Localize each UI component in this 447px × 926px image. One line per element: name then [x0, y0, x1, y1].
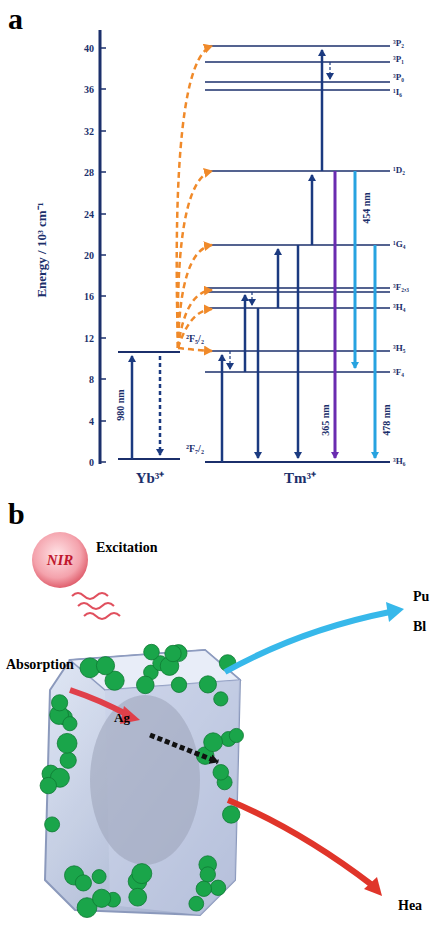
wavelength-label: 365 nm: [320, 403, 331, 436]
wavelength-label: 980 nm: [115, 389, 126, 420]
level-label: ³H₆: [393, 457, 405, 467]
level-label: ³F₂,₃: [393, 283, 409, 293]
panel-letter: a: [8, 2, 23, 35]
tick-label: 0: [89, 457, 94, 468]
process-label: Hea: [398, 898, 422, 913]
level-label: ¹G₄: [393, 240, 405, 250]
excitation-circle: NIR: [32, 532, 88, 588]
tick-label: 28: [84, 167, 94, 178]
level-label: ¹I₆: [393, 88, 402, 98]
node-text: NIR: [47, 552, 74, 569]
process-label: Excitation: [96, 540, 157, 555]
level-label: ¹D₂: [393, 166, 405, 176]
level-label: ³P₁: [393, 55, 404, 65]
tick-label: 8: [89, 374, 94, 385]
tick-label: 36: [84, 84, 94, 95]
material-label: Ag: [114, 711, 130, 725]
process-label: Absorption: [6, 657, 74, 672]
process-label: Pu: [413, 589, 429, 604]
tick-label: 4: [89, 416, 94, 427]
tick-label: 32: [84, 126, 94, 137]
ion-label: Tm³⁺: [284, 470, 316, 487]
wavelength-label: 478 nm: [381, 403, 392, 436]
level-label: ³H₅: [393, 344, 405, 354]
level-label: ³P₂: [393, 39, 404, 49]
level-label: ³H₄: [393, 303, 405, 313]
axis-title: Energy / 10³ cm⁻¹: [35, 202, 49, 297]
process-label: Bl: [413, 619, 426, 634]
tick-label: 40: [84, 43, 94, 54]
level-label: ²F₅/₂: [186, 333, 204, 344]
tick-label: 24: [84, 209, 94, 220]
tick-label: 20: [84, 250, 94, 261]
level-label: ³F₄: [393, 368, 404, 378]
wavelength-label: 454 nm: [361, 191, 372, 224]
level-label: ³P₀: [393, 73, 404, 83]
tick-label: 12: [84, 333, 94, 344]
ion-label: Yb³⁺: [136, 470, 165, 487]
tick-label: 16: [84, 291, 94, 302]
level-label: ²F₇/₂: [186, 443, 204, 454]
panel-letter: b: [8, 497, 25, 530]
